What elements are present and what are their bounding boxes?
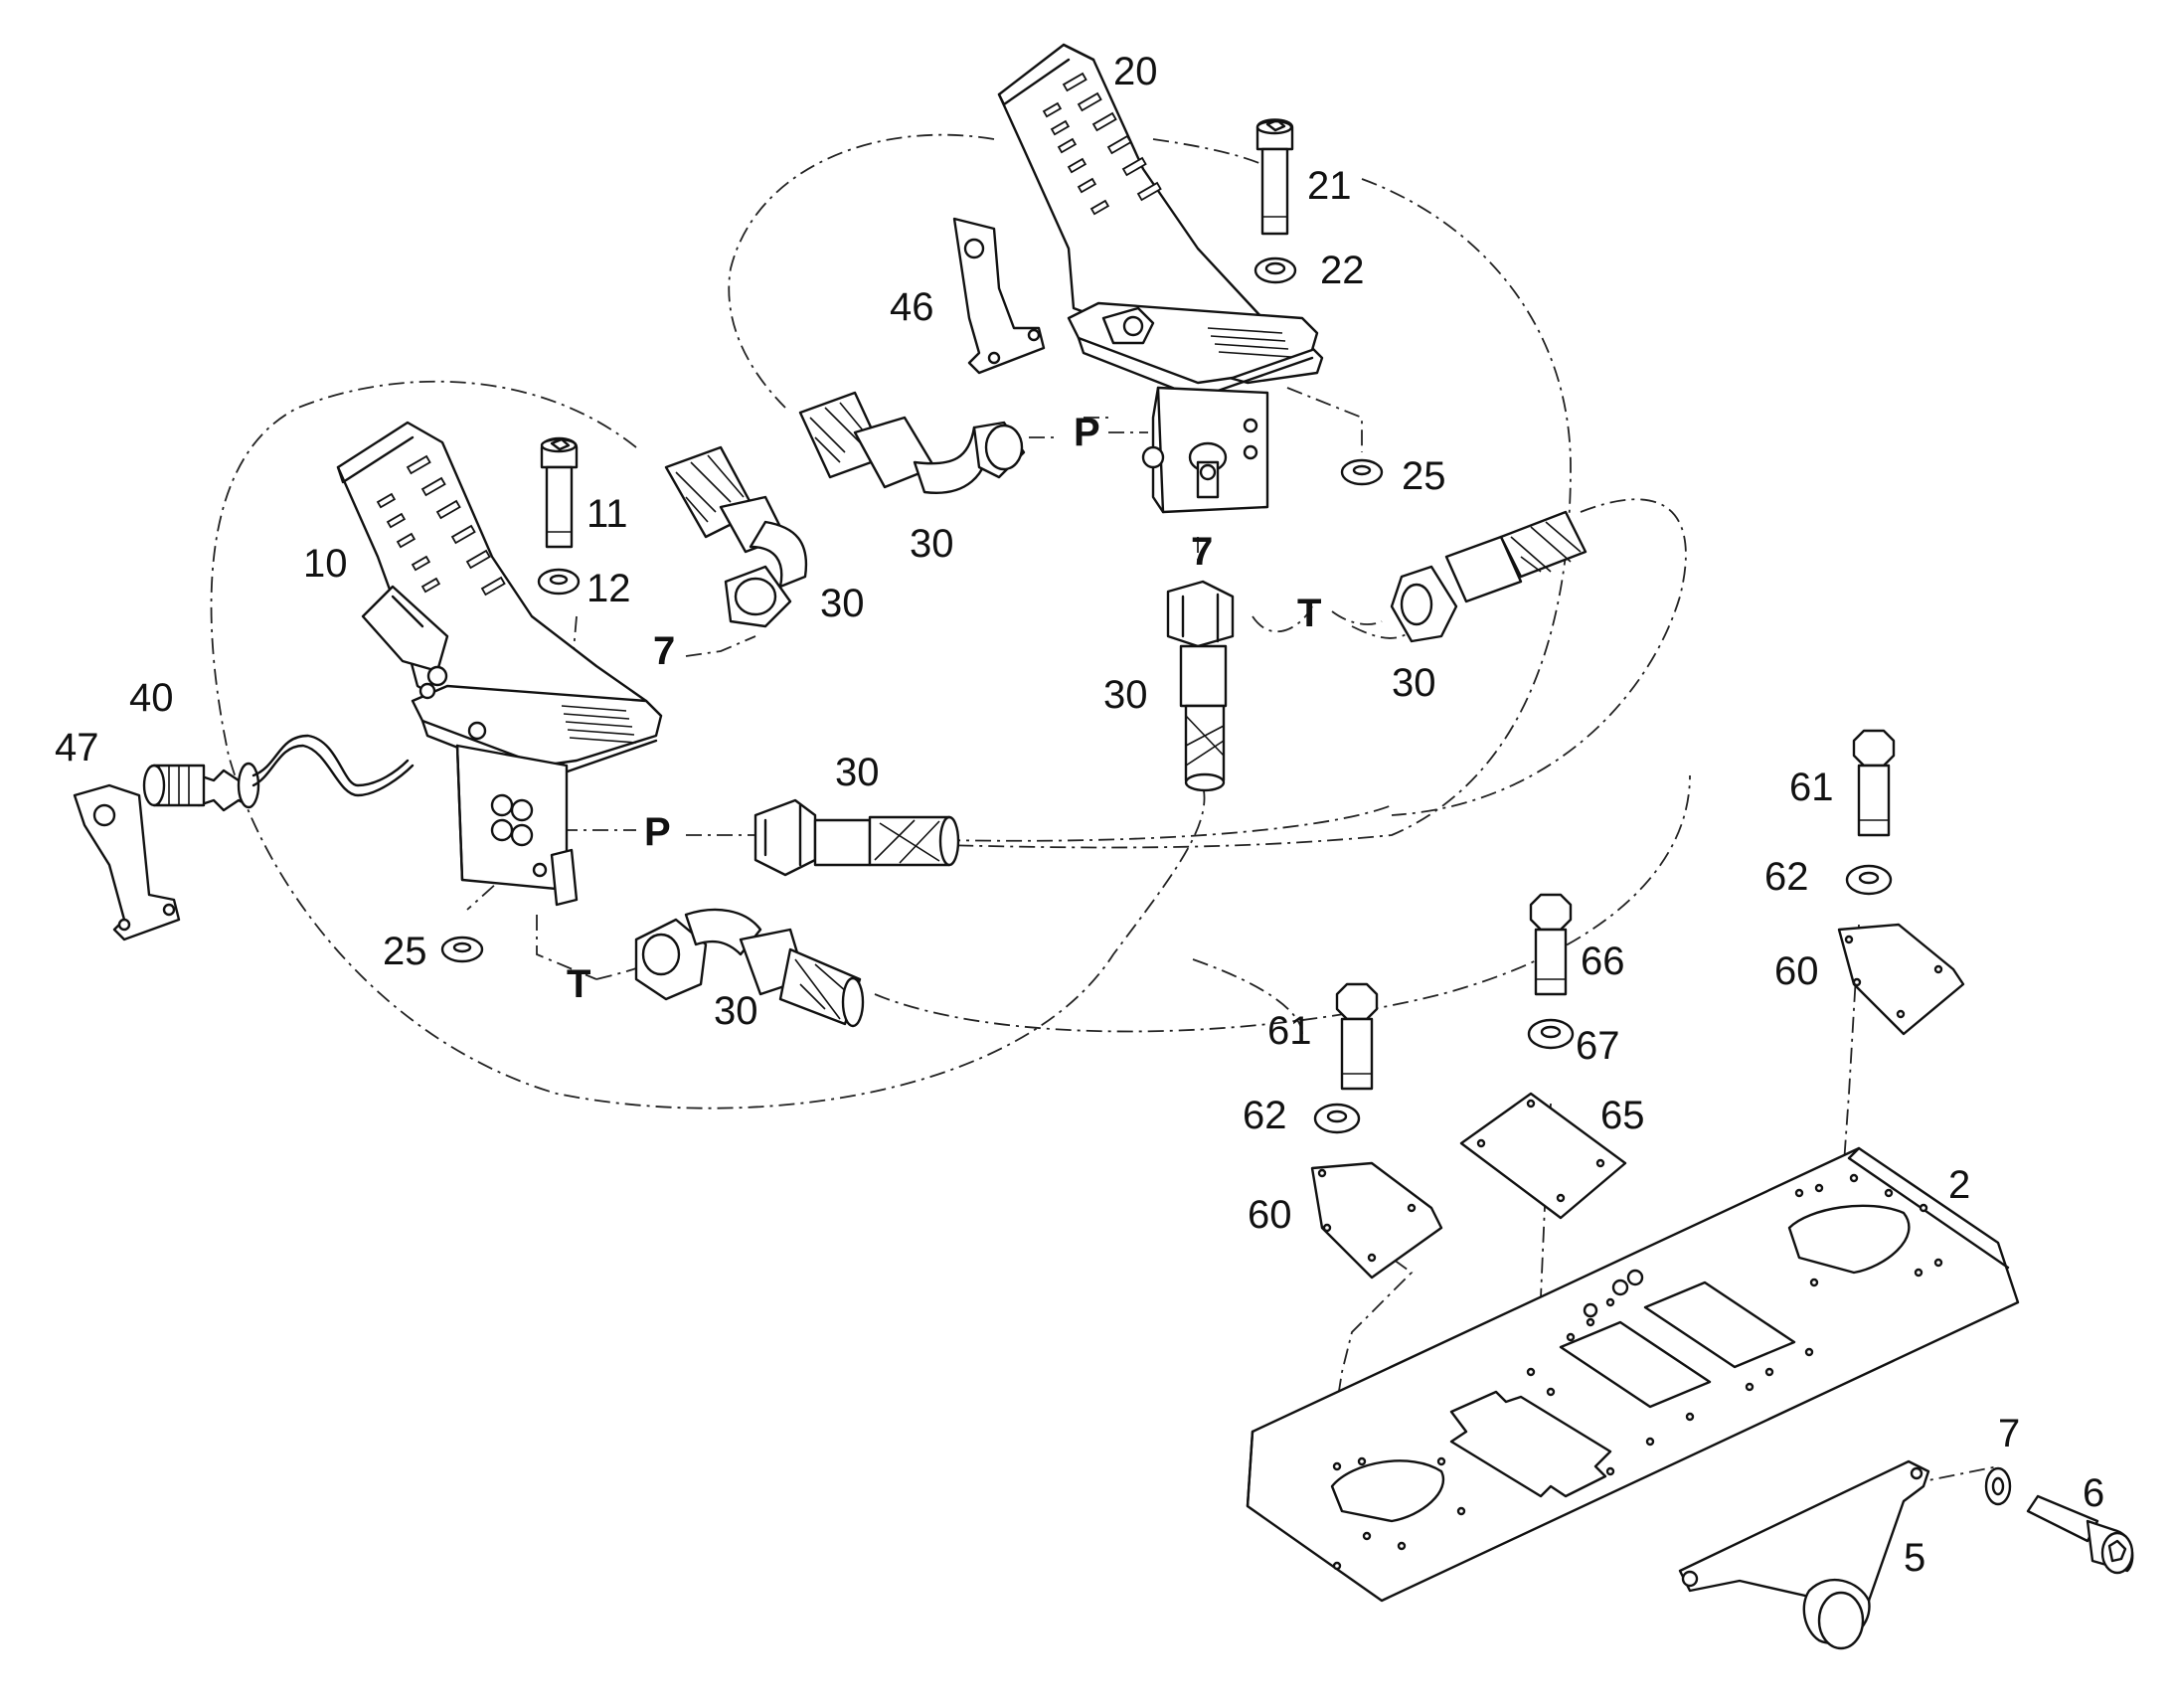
callout-11: 11 xyxy=(586,492,628,536)
callout-t-lower: T xyxy=(567,962,590,1006)
callout-61-left: 61 xyxy=(1267,1009,1312,1053)
pressure-switch-40 xyxy=(142,734,415,812)
callout-30-c: 30 xyxy=(1392,661,1436,705)
plate-holes xyxy=(1332,1173,1943,1571)
bracket-5 xyxy=(1678,1459,1930,1650)
callout-47: 47 xyxy=(55,726,99,769)
pedal-assembly-20 xyxy=(997,43,1324,514)
callout-67: 67 xyxy=(1576,1024,1620,1068)
bolt-11 xyxy=(540,436,579,549)
hose-30-right xyxy=(1390,510,1588,643)
hose-30-return xyxy=(634,908,865,1028)
hose-30-lower-upper xyxy=(664,445,808,628)
bolt-61-left xyxy=(1335,982,1379,1091)
callout-7-lower: 7 xyxy=(653,629,675,673)
callout-30-b: 30 xyxy=(1103,673,1148,717)
pedal-slots-20 xyxy=(1042,72,1162,216)
bolt-61-right xyxy=(1852,729,1896,837)
washer-12 xyxy=(537,568,581,596)
callout-labels: 20 21 22 46 25 30 P 7 T 30 30 11 10 12 3… xyxy=(55,50,2104,1580)
callout-66: 66 xyxy=(1581,939,1625,983)
washer-25-lower xyxy=(440,936,484,963)
bolt-6 xyxy=(2026,1494,2134,1575)
callout-25-lower: 25 xyxy=(383,930,427,973)
pedal-slots-10 xyxy=(376,454,506,597)
callout-2: 2 xyxy=(1948,1163,1970,1207)
plate-60-left xyxy=(1310,1161,1443,1280)
callout-22: 22 xyxy=(1320,249,1365,292)
callout-61-right: 61 xyxy=(1789,766,1834,809)
plate-65 xyxy=(1459,1092,1627,1220)
mounting-plate-2 xyxy=(1246,1146,2020,1603)
callout-30-d: 30 xyxy=(820,582,865,625)
callout-60-right: 60 xyxy=(1774,949,1819,993)
callout-t-upper: T xyxy=(1297,592,1321,635)
callout-p-lower: P xyxy=(644,810,671,854)
callout-5: 5 xyxy=(1904,1536,1925,1580)
hose-30-vertical xyxy=(1166,580,1235,792)
callout-20: 20 xyxy=(1113,50,1158,93)
callout-12: 12 xyxy=(586,567,631,610)
plate-60-right xyxy=(1837,923,1965,1036)
heel-grip-10 xyxy=(561,705,637,744)
bolt-21 xyxy=(1255,118,1294,236)
bracket-47 xyxy=(73,783,181,941)
washer-22 xyxy=(1254,256,1297,284)
washer-7 xyxy=(1984,1466,2012,1506)
callout-60-left: 60 xyxy=(1248,1193,1292,1237)
washer-62-right xyxy=(1845,864,1893,896)
pedal-assembly-10 xyxy=(336,421,663,907)
callout-p-upper: P xyxy=(1074,411,1100,454)
callout-62-right: 62 xyxy=(1764,855,1809,899)
bracket-46 xyxy=(952,217,1046,375)
washer-25-upper xyxy=(1340,458,1384,486)
bolt-66 xyxy=(1529,893,1573,996)
callout-30-e: 30 xyxy=(835,751,880,794)
callout-30-a: 30 xyxy=(910,522,954,566)
callout-21: 21 xyxy=(1307,164,1352,208)
washer-67 xyxy=(1527,1018,1575,1050)
callout-25-upper: 25 xyxy=(1402,454,1446,498)
callout-40: 40 xyxy=(129,676,174,720)
hose-30-upper-left xyxy=(798,391,1026,494)
callout-7-upper: 7 xyxy=(1191,530,1213,574)
callout-62-left: 62 xyxy=(1243,1094,1287,1137)
callout-46: 46 xyxy=(890,285,934,329)
callout-30-f: 30 xyxy=(714,989,758,1033)
callout-6: 6 xyxy=(2083,1471,2104,1515)
callout-7-plate: 7 xyxy=(1998,1412,2020,1455)
washer-62-left xyxy=(1313,1103,1361,1134)
callout-10: 10 xyxy=(303,542,348,586)
callout-65: 65 xyxy=(1600,1094,1645,1137)
heel-grip-20 xyxy=(1207,327,1292,358)
hose-30-pressure xyxy=(753,798,960,877)
